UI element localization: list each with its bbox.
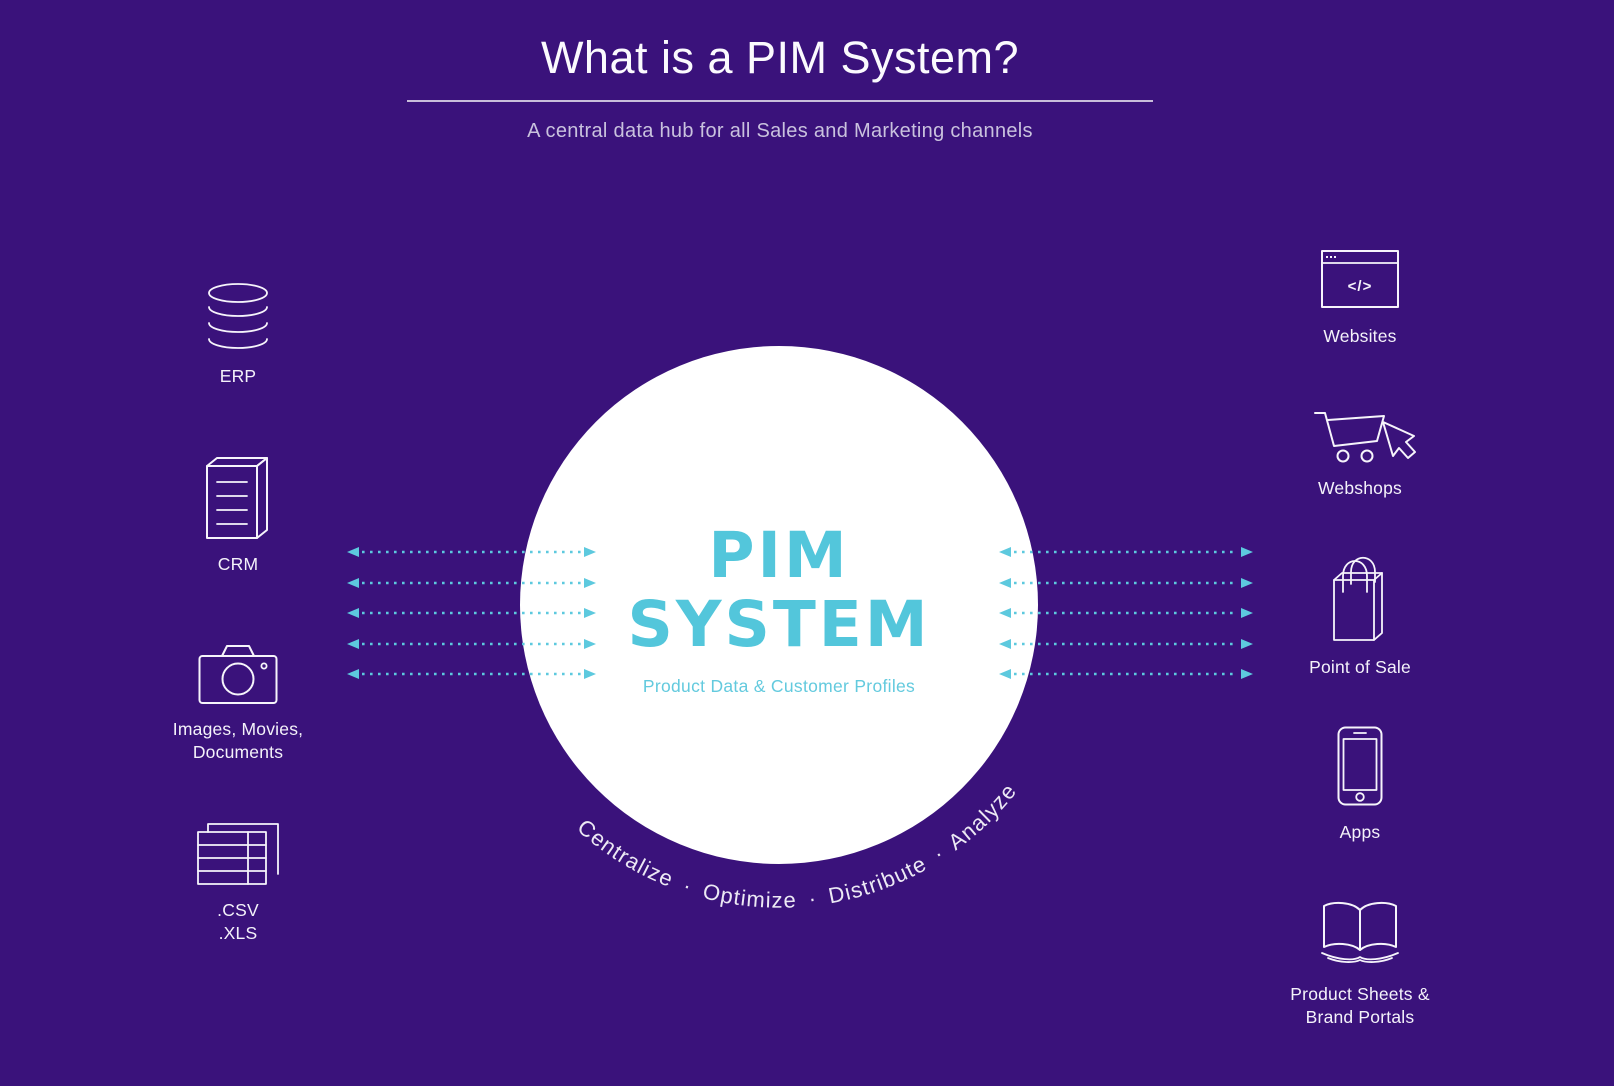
page-subtitle: A central data hub for all Sales and Mar…: [527, 119, 1033, 142]
channel-label: Apps: [1339, 822, 1381, 842]
channel-label: Websites: [1323, 326, 1397, 346]
source-label: CRM: [217, 554, 259, 574]
title-divider: [407, 99, 1153, 102]
smartphone-icon: [1337, 726, 1383, 806]
channel-item-portals: Product Sheets & Brand Portals: [1250, 898, 1470, 1030]
channel-item-pos: Point of Sale: [1250, 552, 1470, 679]
source-item-erp: ERP: [138, 282, 338, 388]
source-item-crm: CRM: [138, 456, 338, 576]
open-book-icon: [1321, 901, 1399, 963]
cart-cursor-icon: [1314, 412, 1416, 463]
header: What is a PIM System? A central data hub…: [407, 32, 1153, 143]
spreadsheet-icon: [197, 823, 279, 885]
code-glyph: </>: [1348, 278, 1373, 295]
pim-circle: PIM SYSTEM Product Data & Customer Profi…: [520, 346, 1038, 864]
channel-item-webshops: Webshops: [1250, 404, 1470, 500]
pim-description: Product Data & Customer Profiles: [642, 676, 916, 696]
channel-label: Point of Sale: [1309, 657, 1411, 677]
database-icon: [208, 283, 268, 349]
right-arrow-row: [999, 547, 1253, 557]
source-label-line2: Documents: [192, 742, 284, 763]
source-item-media: Images, Movies, Documents: [138, 643, 338, 765]
source-label-line1: Images, Movies,: [172, 719, 304, 739]
source-label: .CSV .XLS: [217, 899, 259, 946]
source-label: Images, Movies, Documents: [173, 718, 303, 765]
source-label-line2: .XLS: [218, 923, 258, 944]
right-arrow-row: [999, 639, 1253, 649]
page-title: What is a PIM System?: [540, 32, 1020, 83]
channel-label-line2: Brand Portals: [1305, 1007, 1415, 1028]
source-item-files: .CSV .XLS: [138, 822, 338, 946]
shopping-bag-icon: [1333, 556, 1383, 641]
source-label-line1: .CSV: [217, 900, 259, 920]
pim-name-line1: PIM: [708, 519, 850, 592]
camera-icon: [198, 645, 278, 704]
right-arrow-row: [999, 669, 1253, 679]
channel-label: Webshops: [1318, 478, 1402, 498]
document-stack-icon: [206, 457, 268, 539]
browser-code-icon: </>: [1321, 250, 1399, 308]
channel-label: Product Sheets & Brand Portals: [1290, 983, 1429, 1030]
channel-item-apps: Apps: [1250, 726, 1470, 844]
source-label: ERP: [219, 366, 257, 386]
channel-label-line1: Product Sheets &: [1290, 984, 1430, 1004]
pim-name-line2: SYSTEM: [627, 588, 931, 661]
channel-item-websites: </> Websites: [1250, 250, 1470, 348]
